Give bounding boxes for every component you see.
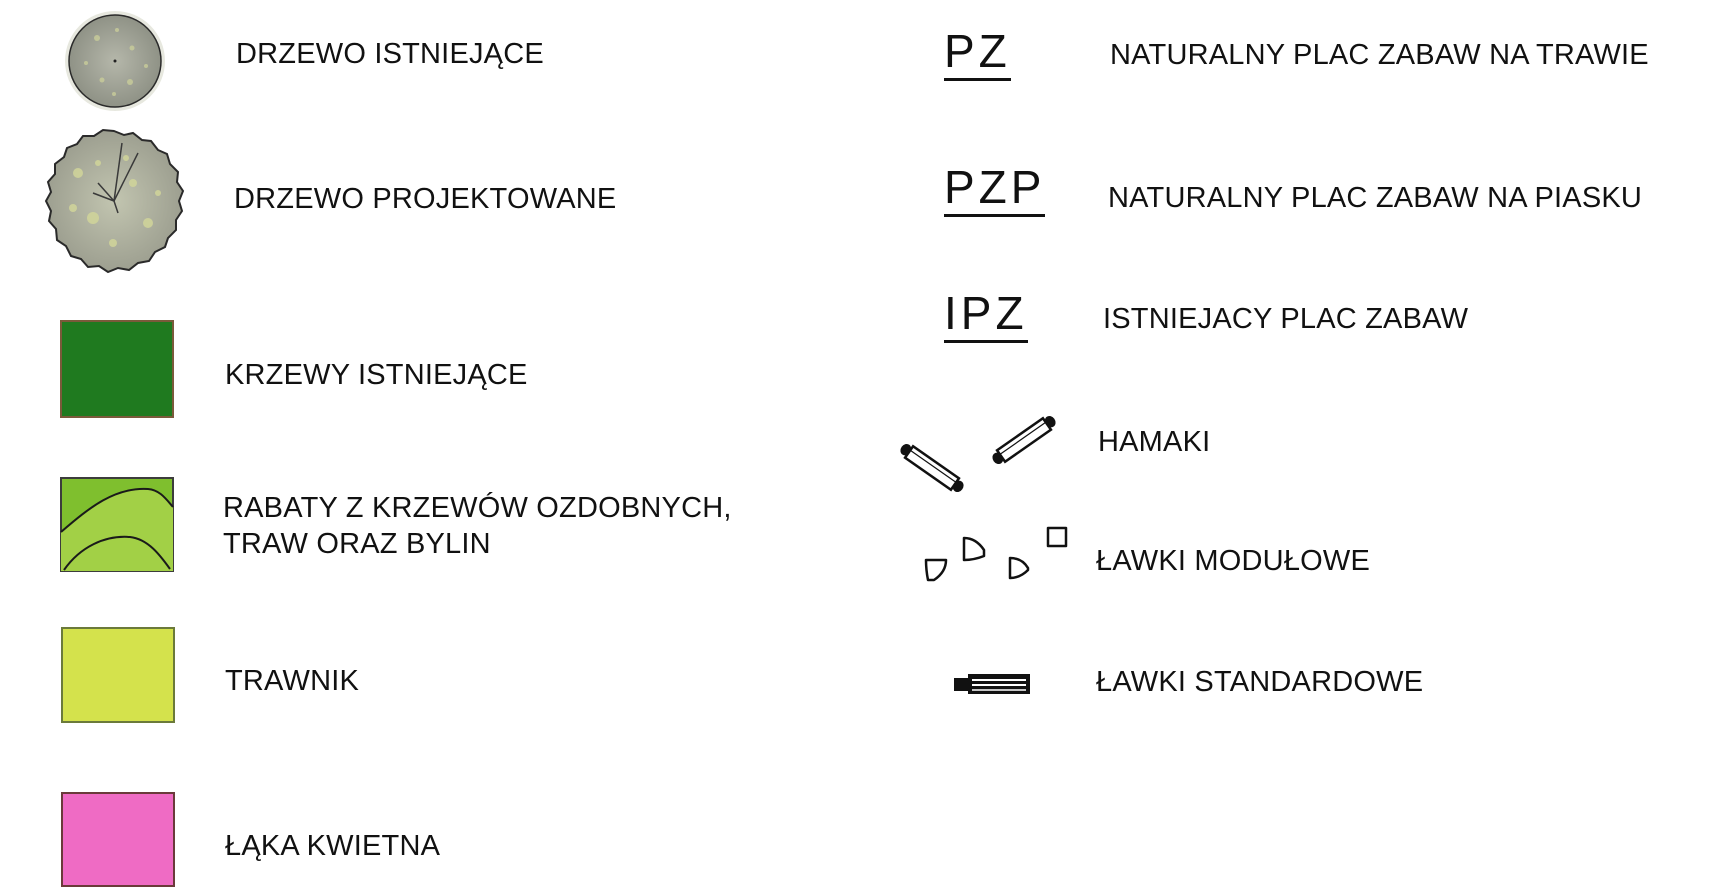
pz-code: PZ [944, 26, 1011, 81]
ipz-label: ISTNIEJACY PLAC ZABAW [1103, 303, 1469, 335]
flowerbeds-swatch [60, 477, 174, 572]
existing-tree-label: DRZEWO ISTNIEJĄCE [236, 38, 544, 70]
planned-tree-label: DRZEWO PROJEKTOWANE [234, 183, 617, 215]
planned-tree-icon [44, 128, 185, 274]
flowerbeds-label-line1: RABATY Z KRZEWÓW OZDOBNYCH, [223, 492, 732, 524]
existing-shrubs-label: KRZEWY ISTNIEJĄCE [225, 359, 528, 391]
pzp-label: NATURALNY PLAC ZABAW NA PIASKU [1108, 182, 1643, 214]
flowerbeds-label-line2: TRAW ORAZ BYLIN [223, 528, 491, 560]
hammock-icon [900, 415, 1056, 492]
lawn-swatch [61, 627, 175, 723]
hammocks-label: HAMAKI [1098, 426, 1211, 458]
ipz-code: IPZ [944, 288, 1028, 343]
pz-label: NATURALNY PLAC ZABAW NA TRAWIE [1110, 39, 1649, 71]
lawn-label: TRAWNIK [225, 665, 360, 697]
meadow-label: ŁĄKA KWIETNA [225, 830, 441, 862]
modular-bench-icon [924, 526, 1068, 582]
meadow-swatch [61, 792, 175, 887]
pzp-code: PZP [944, 162, 1046, 217]
modular-benches-label: ŁAWKI MODUŁOWE [1096, 545, 1371, 577]
existing-tree-icon [65, 11, 165, 111]
existing-shrubs-swatch [60, 320, 174, 418]
standard-bench-icon [954, 674, 1030, 694]
standard-benches-label: ŁAWKI STANDARDOWE [1096, 666, 1424, 698]
